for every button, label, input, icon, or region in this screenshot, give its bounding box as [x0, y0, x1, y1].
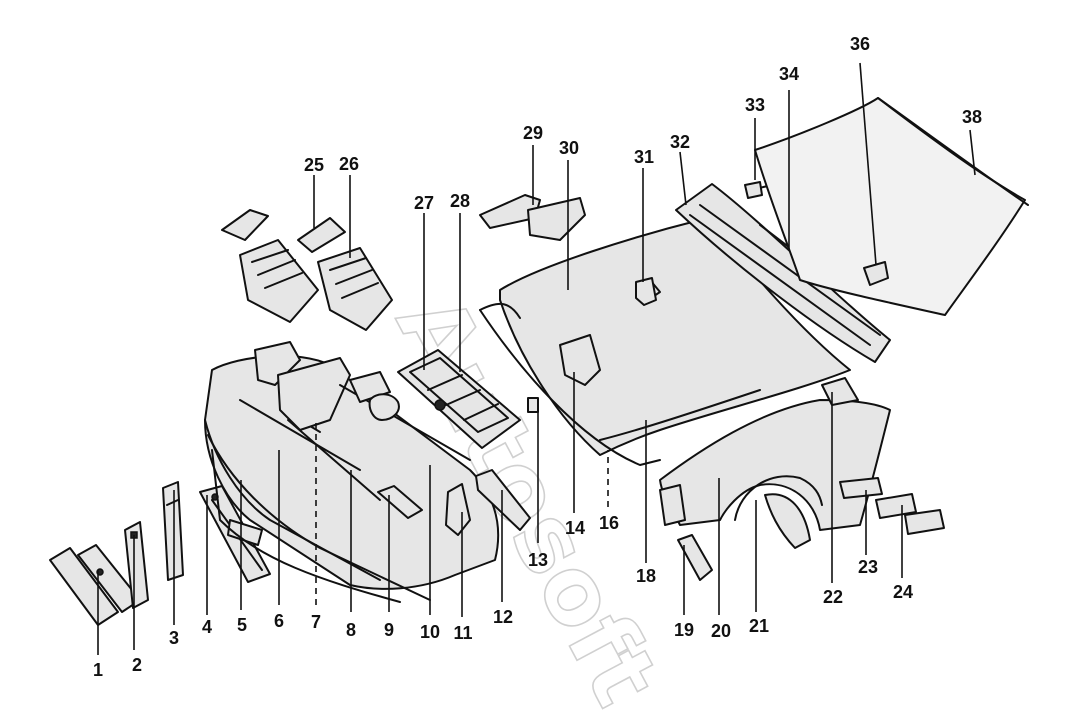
callout-31: 31 — [634, 147, 654, 167]
callout-6: 6 — [274, 611, 284, 631]
callout-21: 21 — [749, 616, 769, 636]
callout-13: 13 — [528, 550, 548, 570]
callout-18: 18 — [636, 566, 656, 586]
part-24-lamp — [875, 493, 945, 535]
callout-4: 4 — [202, 617, 212, 637]
callout-11: 11 — [453, 623, 472, 643]
callout-29: 29 — [523, 123, 543, 143]
cowl-panel — [675, 183, 891, 363]
callout-12: 12 — [493, 607, 513, 627]
callout-32: 32 — [670, 132, 690, 152]
headlamp-assembly — [221, 209, 393, 331]
part-11-hook — [445, 483, 471, 536]
callout-16: 16 — [599, 513, 619, 533]
hood-hinge — [479, 194, 586, 241]
part-19-plug — [677, 534, 713, 581]
part-9-bracket — [377, 485, 423, 519]
callout-5: 5 — [237, 615, 247, 635]
callout-38: 38 — [962, 107, 982, 127]
callout-28: 28 — [450, 191, 470, 211]
callout-25: 25 — [304, 155, 324, 175]
callout-24: 24 — [893, 582, 913, 602]
callout-2: 2 — [132, 655, 142, 675]
radiator-support — [277, 357, 471, 501]
callout-26: 26 — [339, 154, 359, 174]
callout-36: 36 — [850, 34, 870, 54]
callout-labels: 1 2 3 4 5 6 7 8 9 10 11 12 13 14 16 18 1… — [93, 34, 982, 680]
callout-14: 14 — [565, 518, 585, 538]
callout-3: 3 — [169, 628, 179, 648]
part-23-lamp — [839, 477, 883, 499]
callout-19: 19 — [674, 620, 694, 640]
part-1-license-plate — [49, 544, 141, 626]
radiator-grille — [397, 349, 521, 449]
part-21-liner — [764, 493, 811, 549]
hood — [479, 219, 851, 466]
callout-22: 22 — [823, 587, 843, 607]
part-31-latch — [635, 277, 657, 306]
callout-8: 8 — [346, 620, 356, 640]
leader-lines — [97, 62, 976, 655]
callout-33: 33 — [745, 95, 765, 115]
part-3-bracket — [162, 481, 184, 581]
callout-1: 1 — [93, 660, 103, 680]
callout-9: 9 — [384, 620, 394, 640]
callout-34: 34 — [779, 64, 799, 84]
windshield — [754, 97, 1029, 316]
callout-30: 30 — [559, 138, 579, 158]
callout-20: 20 — [711, 621, 731, 641]
part-13-clip — [527, 397, 539, 413]
callout-23: 23 — [858, 557, 878, 577]
callout-27: 27 — [414, 193, 434, 213]
callout-7: 7 — [311, 612, 321, 632]
part-12-latch — [475, 469, 531, 531]
callout-10: 10 — [420, 622, 440, 642]
